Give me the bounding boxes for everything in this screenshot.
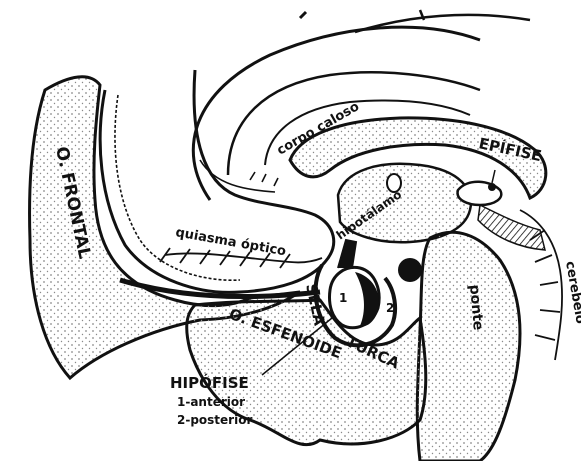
infundibulum bbox=[338, 240, 356, 268]
label-posterior: 2-posterior bbox=[177, 413, 252, 427]
dorsum-sellae-knob bbox=[398, 258, 422, 282]
label-num2: 2 bbox=[386, 301, 394, 315]
label-hipofise: HIPÓFISE bbox=[170, 373, 249, 392]
frontal-lobe-outline bbox=[100, 70, 334, 292]
label-cerebelo: cerebelo bbox=[562, 260, 581, 325]
pons bbox=[417, 232, 520, 461]
epiphysis-dot bbox=[488, 183, 496, 191]
label-anterior: 1-anterior bbox=[177, 395, 245, 409]
brain-outer-arc-2 bbox=[300, 12, 306, 18]
epiphysis-hatch bbox=[478, 205, 545, 250]
epifise-leader bbox=[492, 170, 495, 183]
label-num1: 1 bbox=[339, 291, 347, 305]
